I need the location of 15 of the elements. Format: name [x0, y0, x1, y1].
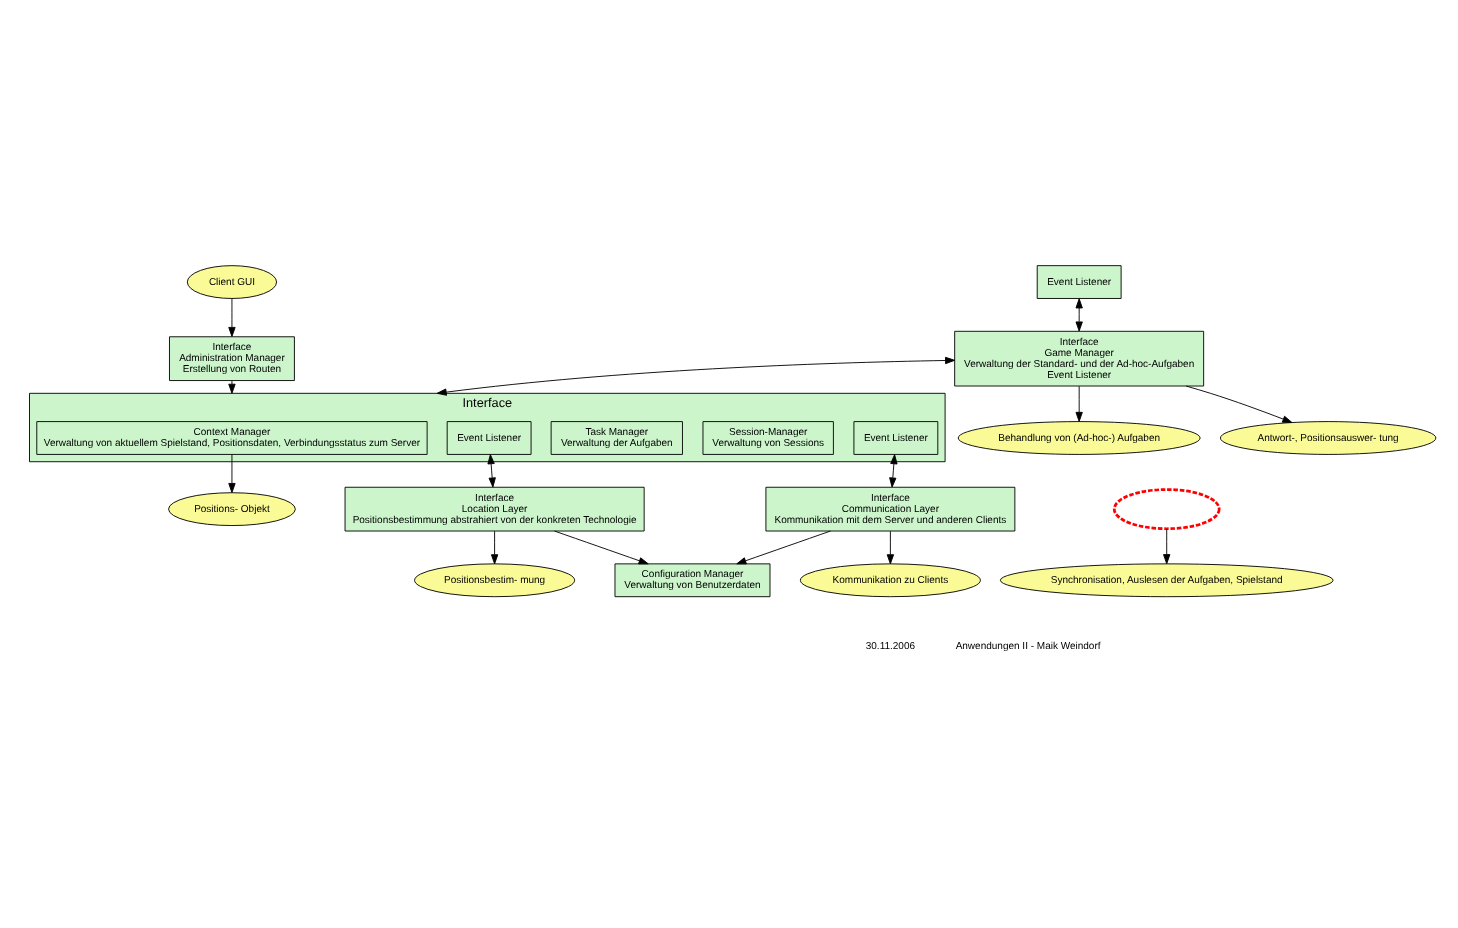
- arrow: [736, 530, 831, 565]
- arrow: [228, 454, 236, 493]
- arrow: [487, 454, 496, 488]
- arrow: [1185, 385, 1293, 423]
- arrow: [490, 530, 499, 565]
- arrow: [228, 380, 236, 394]
- arrow: [886, 530, 895, 565]
- arrow: [1163, 528, 1171, 565]
- arrow: [1075, 385, 1083, 422]
- arrow: [554, 530, 649, 565]
- node-ellipse: [1112, 488, 1221, 531]
- arrow: [889, 454, 898, 488]
- arrow: [1075, 298, 1083, 332]
- arrow: [228, 298, 236, 337]
- arrow: [436, 356, 956, 396]
